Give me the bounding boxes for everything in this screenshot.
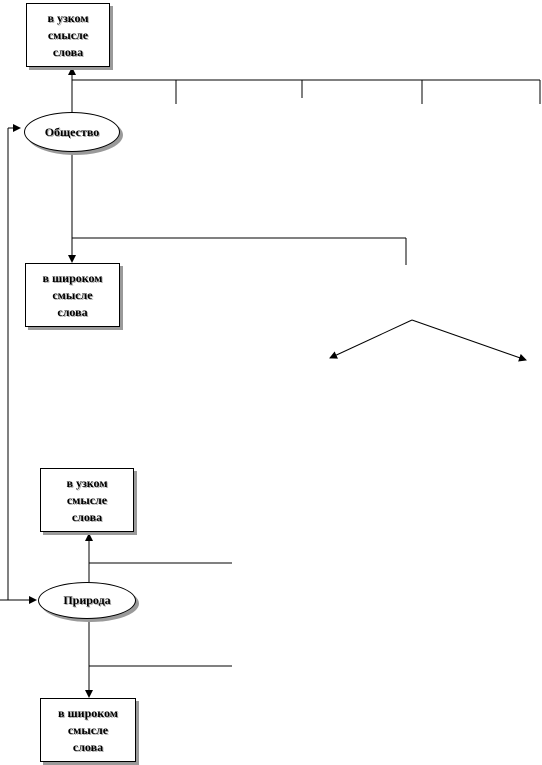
society-broad-sense-box: в широком смысле слова bbox=[25, 263, 120, 327]
society-narrow-sense-box: в узком смысле слова bbox=[26, 3, 110, 67]
diverge-arrow-right bbox=[411, 319, 527, 362]
nature-node: Природа bbox=[38, 582, 136, 619]
nature-narrow-sense-box: в узком смысле слова bbox=[40, 468, 134, 532]
diverge-arrow-left bbox=[329, 319, 413, 359]
society-node: Общество bbox=[24, 112, 120, 152]
nature-broad-sense-box: в широком смысле слова bbox=[40, 698, 136, 762]
